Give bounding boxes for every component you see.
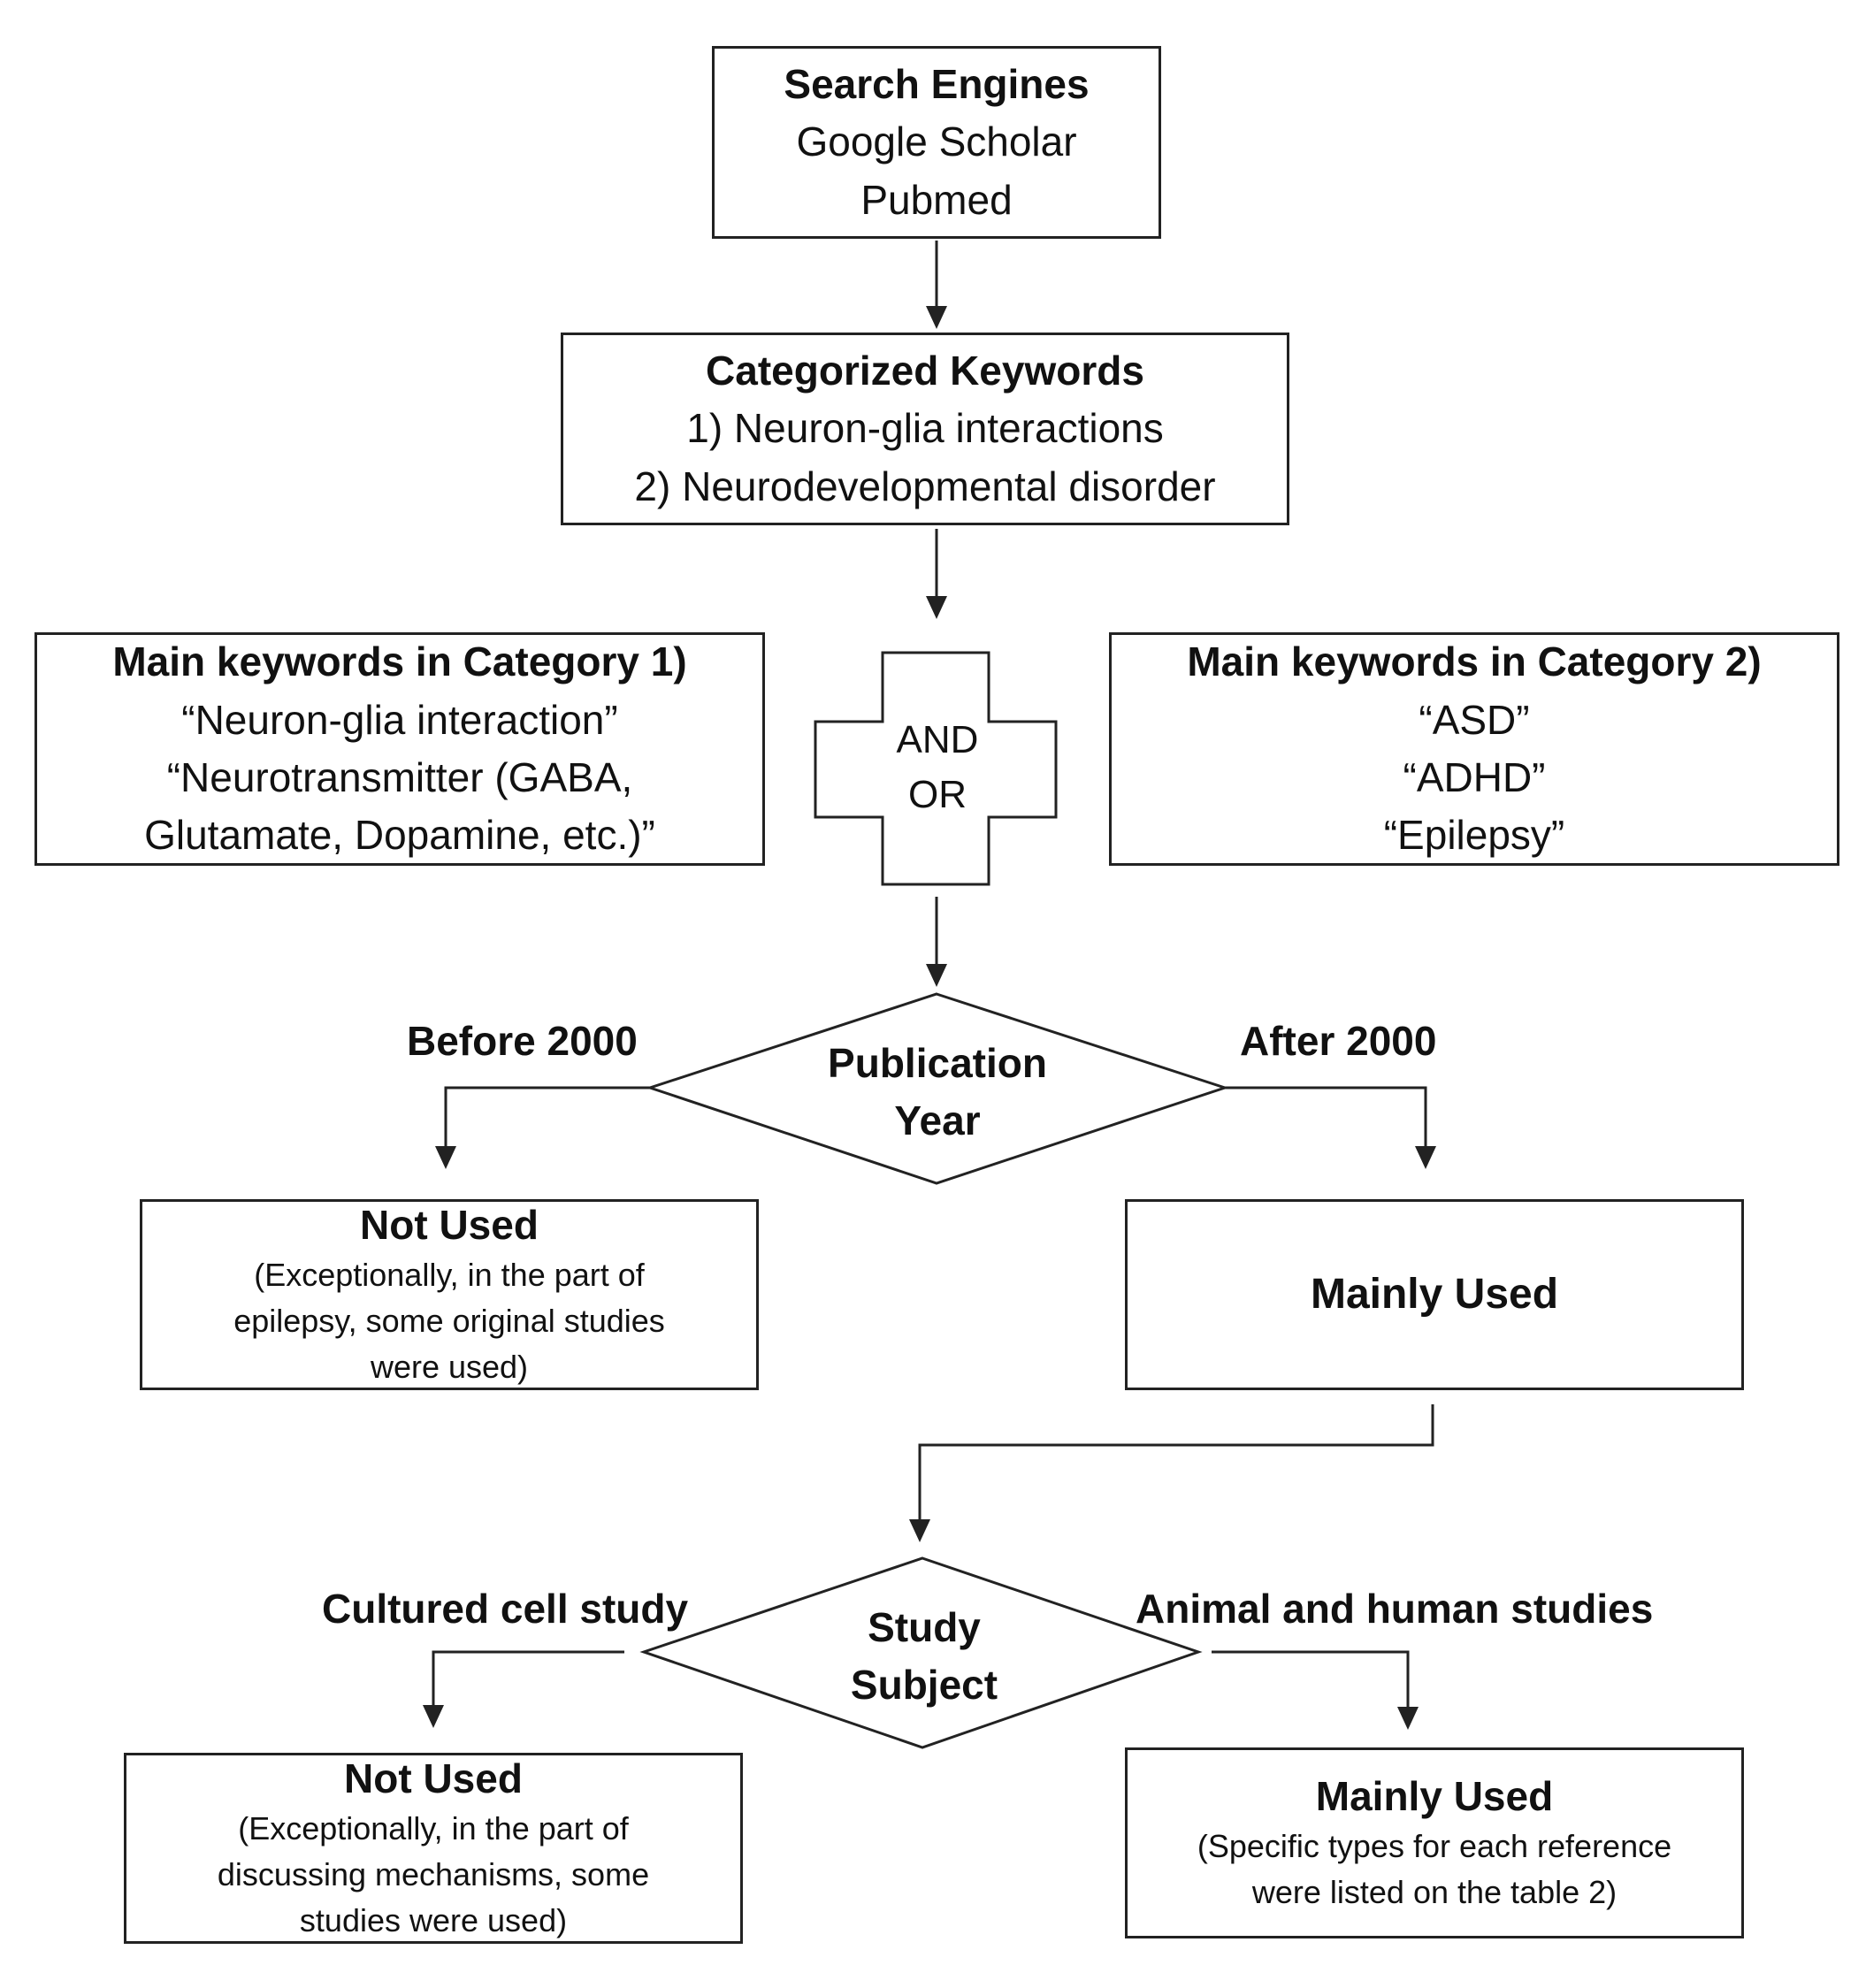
connector-cultured-cell (432, 1650, 624, 1707)
category-2-keyword: “ASD” (1419, 696, 1530, 743)
category-2-keyword: “Epilepsy” (1383, 812, 1565, 859)
subject-diamond-shape (639, 1556, 1203, 1749)
year-not-used-note: epilepsy, some original studies (233, 1302, 665, 1339)
category-2-keyword: “ADHD” (1403, 754, 1546, 800)
search-engine-item: Pubmed (860, 176, 1013, 223)
animal-human-label: Animal and human studies (1136, 1586, 1654, 1632)
arrowhead (423, 1705, 444, 1728)
connector-after-2000 (1225, 1086, 1427, 1148)
pubyear-diamond-shape (646, 992, 1229, 1185)
arrowhead (926, 306, 947, 329)
connector-before-2000 (444, 1086, 650, 1148)
operator-or: OR (908, 773, 967, 817)
subject-mainly-used-note: (Specific types for each reference (1197, 1828, 1672, 1865)
operator-cross-shape (814, 651, 1058, 886)
categorized-keywords-box: Categorized Keywords 1) Neuron-glia inte… (561, 333, 1289, 525)
category-2-title: Main keywords in Category 2) (1187, 638, 1762, 685)
search-engine-item: Google Scholar (796, 119, 1077, 165)
year-not-used-box: Not Used (Exceptionally, in the part of … (140, 1199, 759, 1390)
category-1-keyword: “Neuron-glia interaction” (181, 696, 618, 743)
publication-year-decision: Publication Year (778, 1035, 1097, 1151)
year-mainly-used-title: Mainly Used (1310, 1270, 1559, 1318)
year-not-used-note: (Exceptionally, in the part of (254, 1257, 645, 1294)
publication-year-line: Publication (828, 1040, 1047, 1086)
study-subject-line: Subject (850, 1662, 998, 1709)
subject-mainly-used-note: were listed on the table 2) (1251, 1873, 1617, 1910)
operator-label: AND OR (876, 713, 999, 823)
keyword-category-item: 2) Neurodevelopmental disorder (634, 463, 1216, 509)
arrowhead (926, 964, 947, 987)
subject-not-used-note: studies were used) (299, 1901, 568, 1938)
keyword-category-item: 1) Neuron-glia interactions (686, 405, 1164, 452)
after-2000-label: After 2000 (1240, 1018, 1437, 1064)
arrowhead (909, 1519, 930, 1542)
operator-and: AND (896, 718, 979, 761)
category-2-keywords-box: Main keywords in Category 2) “ASD” “ADHD… (1109, 632, 1839, 866)
publication-year-line: Year (894, 1097, 981, 1144)
search-engines-box: Search Engines Google Scholar Pubmed (712, 46, 1161, 239)
arrowhead (1415, 1146, 1436, 1169)
connector-mainly-used-to-subject (918, 1404, 1434, 1521)
before-2000-label: Before 2000 (407, 1018, 638, 1064)
search-engines-title: Search Engines (784, 61, 1090, 108)
arrowhead (926, 596, 947, 619)
category-1-keywords-box: Main keywords in Category 1) “Neuron-gli… (34, 632, 765, 866)
study-subject-decision: Study Subject (769, 1599, 1079, 1715)
year-not-used-title: Not Used (360, 1202, 539, 1249)
subject-not-used-note: (Exceptionally, in the part of (238, 1810, 629, 1847)
arrowhead (435, 1146, 456, 1169)
category-1-title: Main keywords in Category 1) (112, 638, 687, 685)
subject-mainly-used-title: Mainly Used (1315, 1773, 1554, 1820)
category-1-keyword: Glutamate, Dopamine, etc.)” (144, 812, 655, 859)
subject-not-used-title: Not Used (344, 1755, 523, 1802)
categorized-keywords-title: Categorized Keywords (706, 348, 1144, 394)
subject-mainly-used-box: Mainly Used (Specific types for each ref… (1125, 1747, 1744, 1938)
arrowhead (1397, 1707, 1419, 1730)
study-subject-line: Study (868, 1604, 981, 1650)
cultured-cell-label: Cultured cell study (322, 1586, 689, 1632)
subject-not-used-note: discussing mechanisms, some (217, 1855, 650, 1892)
subject-not-used-box: Not Used (Exceptionally, in the part of … (124, 1753, 743, 1944)
category-1-keyword: “Neurotransmitter (GABA, (166, 754, 633, 800)
year-mainly-used-box: Mainly Used (1125, 1199, 1744, 1390)
year-not-used-note: were used) (370, 1348, 529, 1385)
connector-animal-human (1212, 1650, 1410, 1709)
